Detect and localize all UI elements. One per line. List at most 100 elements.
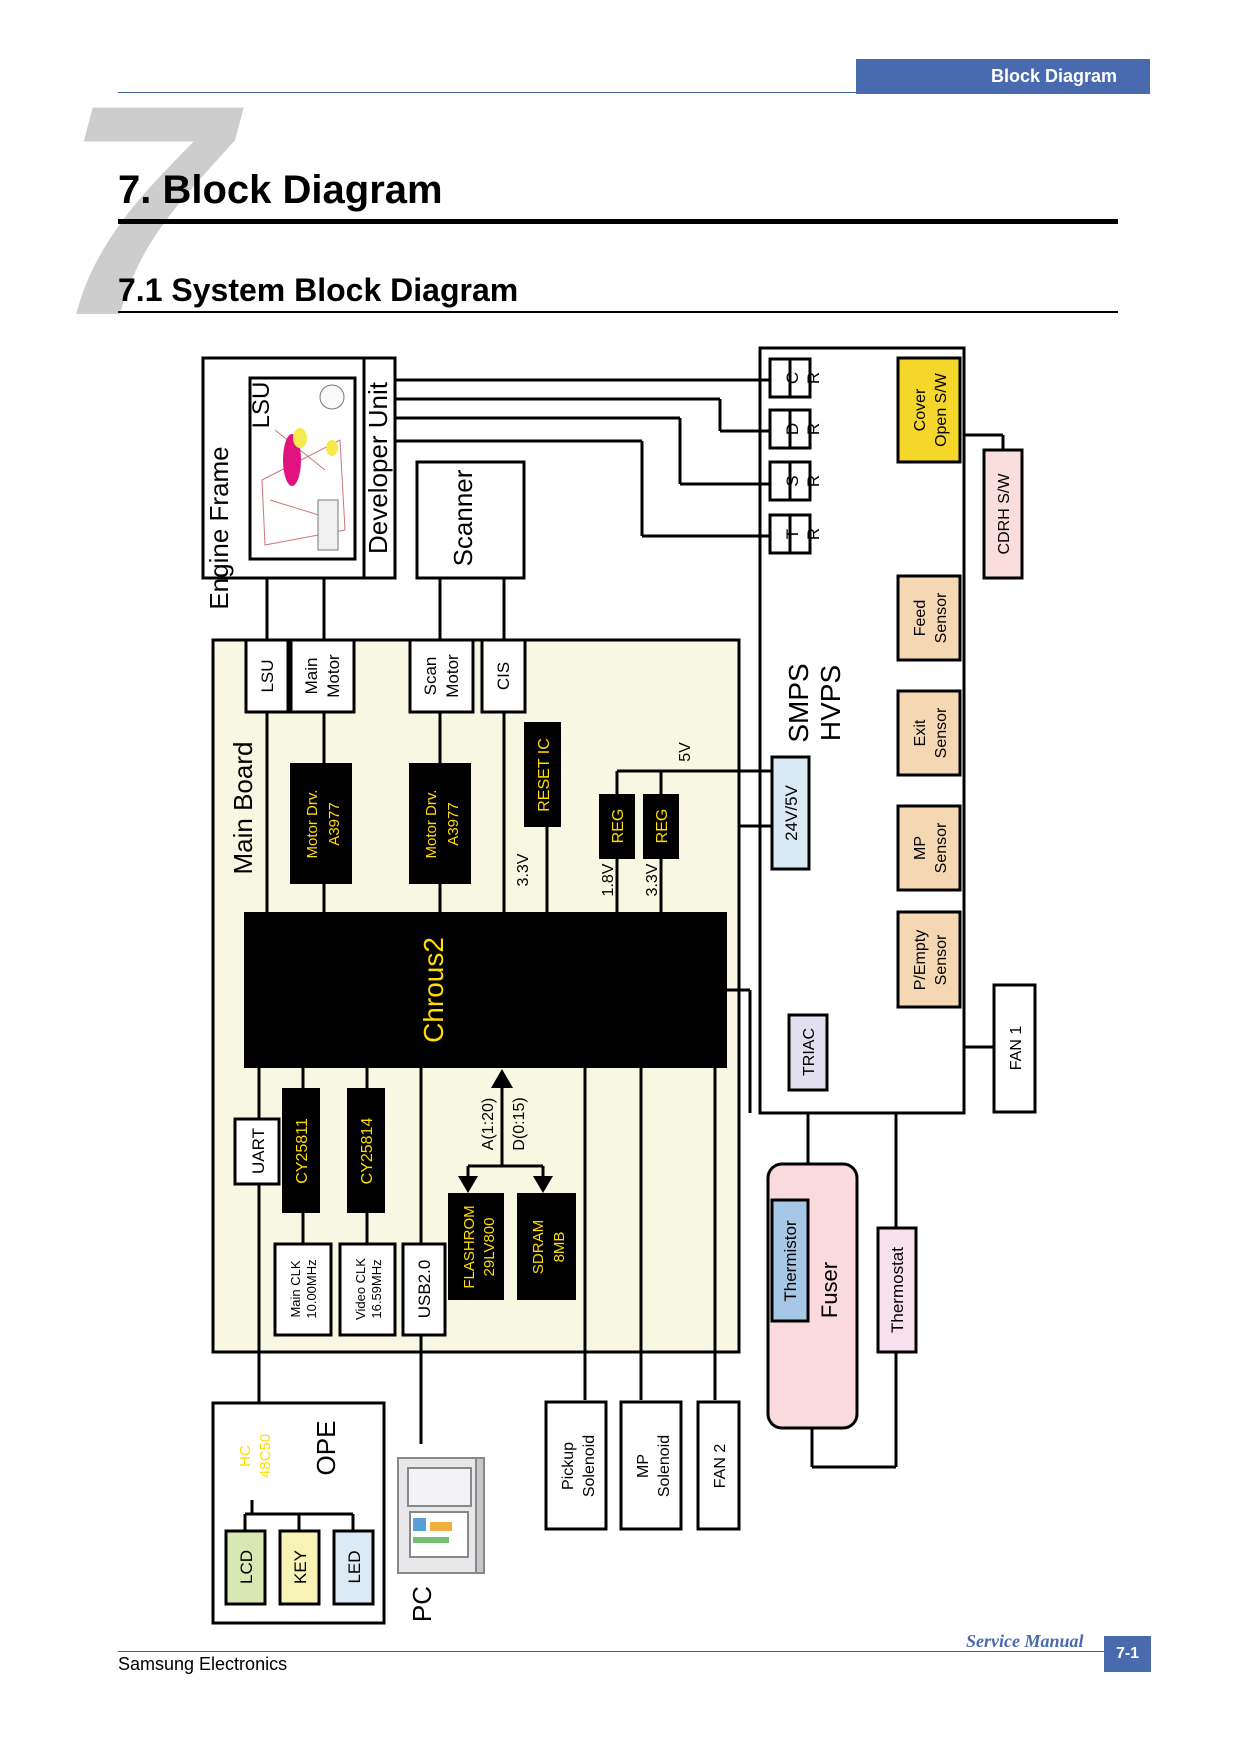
uart-label: UART [249, 1128, 268, 1174]
sdram-label-1: SDRAM [530, 1220, 547, 1274]
main-motor-label-1: Main [302, 658, 321, 695]
thermistor-label: Thermistor [781, 1220, 800, 1302]
chapter-rule [118, 219, 1118, 224]
lsu-unit-label: LSU [248, 382, 275, 429]
main-clk-label-2: 10.00MHz [304, 1259, 319, 1318]
fan2-label: FAN 2 [712, 1444, 729, 1489]
hvps-t-label-1: T [783, 529, 802, 539]
footer-rule [118, 1651, 1110, 1652]
pickup-solenoid-box [544, 1400, 608, 1531]
cdrh-switch-box [982, 448, 1024, 580]
hc-label-1: HC [237, 1445, 254, 1467]
flashrom-chip [448, 1193, 504, 1300]
hvps-t-label-2: R [804, 528, 823, 540]
scan-motor-label-2: Motor [443, 654, 462, 698]
footer-company: Samsung Electronics [118, 1654, 288, 1674]
reg-2-label: REG [654, 809, 671, 844]
engine-frame-label: Engine Frame [204, 446, 234, 609]
feed-label-1: Feed [912, 600, 929, 636]
chorus-label: Chrous2 [418, 937, 449, 1043]
triac-box [787, 1013, 829, 1092]
motor-drv-2-chip [409, 763, 471, 884]
thermistor-box [770, 1198, 810, 1323]
mp-sensor-label-2: Sensor [933, 822, 950, 873]
smps-label: SMPS [783, 663, 814, 742]
usb-label: USB2.0 [415, 1260, 434, 1319]
motor-drv-2-label-1: Motor Drv. [423, 790, 440, 859]
cdrh-label: CDRH S/W [996, 473, 1013, 555]
exit-label-2: Sensor [933, 707, 950, 758]
v33b-label: 3.3V [644, 863, 661, 896]
v18-label: 1.8V [600, 863, 617, 896]
video-clk-label-2: 16.59MHz [369, 1259, 384, 1318]
hvps-c-label-2: R [804, 372, 823, 384]
fan2-box [696, 1400, 741, 1531]
footer-manual-label: Service Manual [966, 1631, 1084, 1651]
flashrom-label-1: FLASHROM [461, 1205, 478, 1288]
hvps-label: HVPS [815, 665, 846, 741]
scanner-label: Scanner [448, 469, 478, 566]
reg-2-chip [643, 794, 679, 859]
sdram-chip [517, 1193, 576, 1300]
reset-ic-label: RESET IC [536, 738, 553, 812]
cover-label-1: Cover [912, 388, 929, 431]
lsu-connector [244, 638, 290, 714]
triac-label: TRIAC [801, 1028, 818, 1076]
hvps-c-label-1: C [783, 372, 802, 384]
addr-bus-label: A(1:20) [480, 1098, 497, 1150]
v33a-label: 3.3V [515, 853, 532, 886]
scan-motor-label-1: Scan [421, 657, 440, 696]
scanner-box [415, 460, 526, 580]
sdram-label-2: 8MB [551, 1232, 568, 1263]
pempty-sensor-box [896, 910, 962, 1009]
lsu-illustration [261, 384, 346, 551]
video-clk-box [338, 1242, 397, 1337]
main-clk-box [273, 1242, 333, 1337]
page-number: 7-1 [1104, 1636, 1151, 1672]
motor-drv-1-chip [290, 763, 352, 884]
pc-illustration [397, 1457, 485, 1574]
exit-sensor-box [896, 689, 962, 777]
pempty-label-2: Sensor [933, 934, 950, 985]
hvps-d-label-1: D [783, 423, 802, 435]
fan1-label: FAN 1 [1008, 1026, 1025, 1071]
mp-sensor-box [896, 804, 962, 892]
thermostat-label: Thermostat [888, 1247, 907, 1333]
scan-motor-connector [408, 638, 475, 714]
header-tab: Block Diagram [856, 59, 1150, 94]
fuser-label: Fuser [817, 1262, 842, 1318]
mp-sol-label-1: MP [635, 1454, 652, 1478]
reset-ic-chip [524, 722, 561, 827]
lcd-label: LCD [237, 1550, 256, 1584]
pickup-label-1: Pickup [560, 1442, 577, 1490]
supply-label: 24V/5V [782, 784, 801, 840]
main-motor-connector [289, 638, 356, 714]
exit-label-1: Exit [912, 719, 929, 746]
hvps-s-label-1: S [783, 475, 802, 486]
key-label: KEY [291, 1550, 310, 1584]
reg-1-chip [599, 794, 635, 859]
cover-switch-box [896, 356, 962, 464]
chorus-chip [244, 912, 727, 1068]
supply-24v5v-box [770, 755, 811, 871]
main-clk-label-1: Main CLK [288, 1260, 303, 1317]
reg-1-label: REG [610, 809, 627, 844]
motor-drv-1-label-2: A3977 [326, 802, 343, 845]
thermostat-box [876, 1226, 918, 1354]
main-motor-label-2: Motor [324, 654, 343, 698]
mp-sol-label-2: Solenoid [656, 1435, 673, 1497]
cy25814-label: CY25814 [359, 1118, 376, 1185]
cy25811-label: CY25811 [294, 1118, 311, 1184]
motor-drv-1-label-1: Motor Drv. [304, 790, 321, 859]
header-rule [118, 92, 1150, 93]
video-clk-label-1: Video CLK [353, 1258, 368, 1320]
uart-connector [233, 1117, 281, 1186]
data-bus-label: D(0:15) [511, 1097, 528, 1150]
led-label: LED [345, 1550, 364, 1583]
pickup-label-2: Solenoid [581, 1435, 598, 1497]
mp-solenoid-box [619, 1400, 683, 1531]
ope-label: OPE [311, 1421, 341, 1476]
v5-label: 5V [677, 742, 694, 762]
mp-sensor-label-1: MP [912, 836, 929, 860]
